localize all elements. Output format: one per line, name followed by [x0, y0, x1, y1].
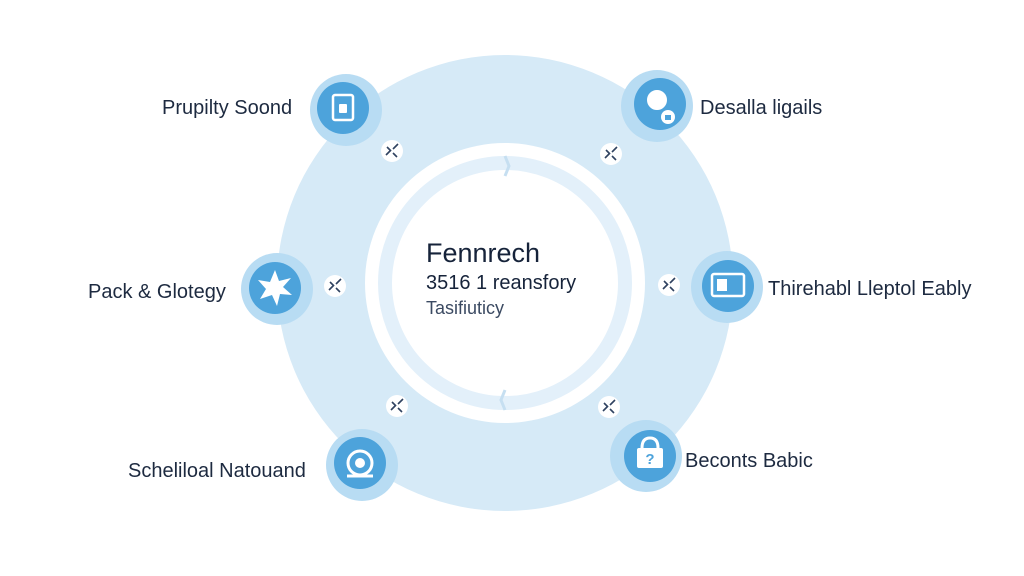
link-icon	[381, 140, 403, 162]
lock-door-icon[interactable]	[317, 82, 369, 134]
link-icon	[324, 275, 346, 297]
gear-circle-icon[interactable]	[334, 437, 386, 489]
center-title: Fennrech	[426, 238, 541, 268]
center-subtitle: 3516 1 reansfory	[426, 272, 577, 294]
node-label-beconts-babic: Beconts Babic	[685, 450, 813, 472]
node-label-pack-glotegy: Pack & Glotegy	[88, 281, 226, 303]
link-icon	[598, 396, 620, 418]
search-lock-icon[interactable]	[634, 78, 686, 130]
inner-arc-marker	[499, 389, 507, 411]
node-label-prupilty-soond: Prupilty Soond	[162, 97, 293, 119]
node-label-desalla-ligails: Desalla ligails	[700, 97, 823, 119]
inner-arc-marker	[503, 155, 511, 177]
node-label-thirehabl-lleptol-eably: Thirehabl Lleptol Eably	[768, 278, 972, 300]
question-lock-icon[interactable]: ?	[624, 430, 676, 482]
node-label-scheliloal-natouand: Scheliloal Natouand	[128, 460, 306, 482]
link-icon	[658, 274, 680, 296]
center-caption: Tasifiuticy	[426, 298, 505, 318]
link-icon	[600, 143, 622, 165]
inner-ring	[378, 156, 632, 410]
link-icon	[386, 395, 408, 417]
monitor-icon[interactable]	[702, 260, 754, 312]
inner-disk	[365, 143, 645, 423]
starburst-icon[interactable]	[249, 262, 301, 314]
svg-text:?: ?	[645, 451, 654, 468]
